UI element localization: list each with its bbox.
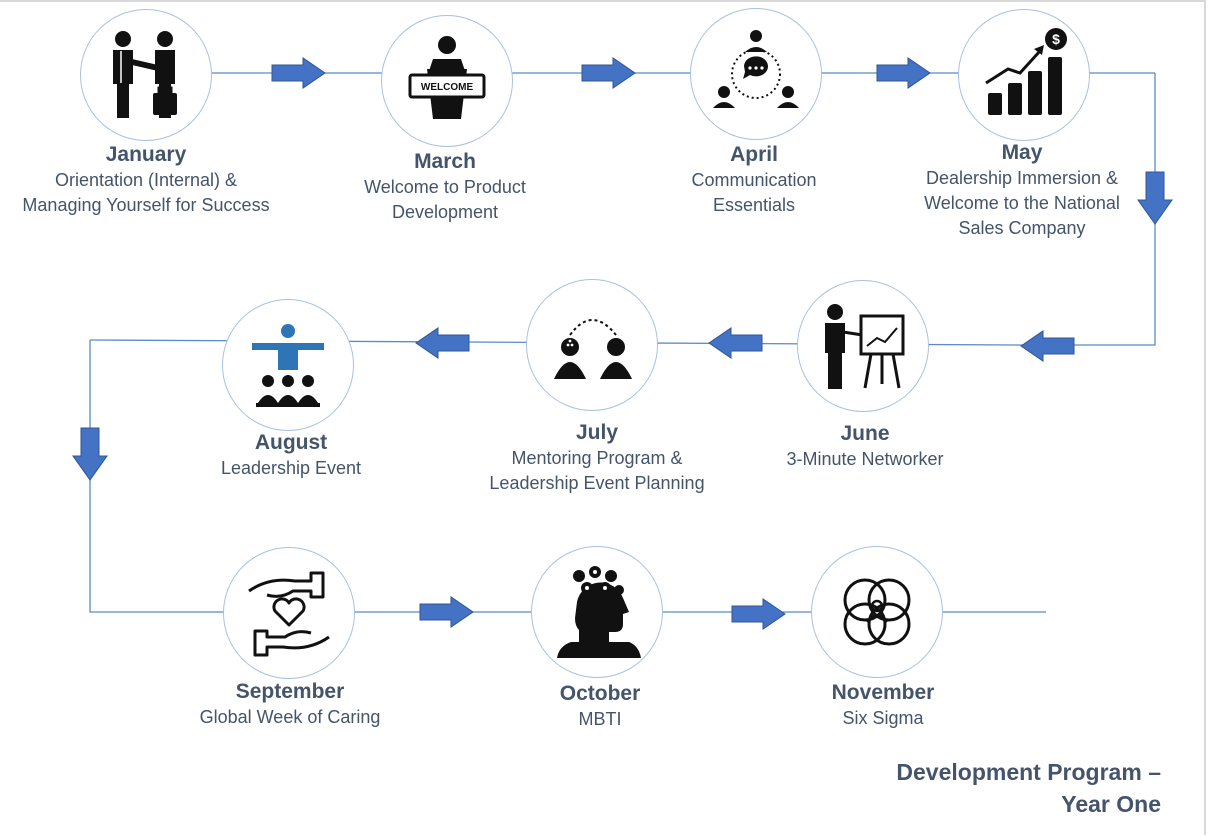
milestone-label-september: September Global Week of Caring (130, 679, 450, 730)
mind-puzzle-icon (557, 566, 641, 658)
milestone-description: 3-Minute Networker (786, 449, 944, 469)
mentoring-icon (554, 319, 632, 379)
milestone-description: Welcome to Product Development (364, 177, 526, 222)
milestone-label-august: August Leadership Event (131, 430, 451, 481)
milestone-month: April (730, 143, 778, 166)
milestone-label-january: January Orientation (Internal) & Managin… (0, 142, 306, 218)
milestone-description: MBTI (578, 709, 622, 729)
milestone-month: August (254, 431, 328, 454)
milestone-circle-april (690, 8, 822, 140)
milestone-label-july: July Mentoring Program & Leadership Even… (437, 420, 757, 496)
arrow-left (708, 327, 763, 359)
milestone-description: Mentoring Program & Leadership Event Pla… (489, 448, 705, 493)
milestone-circle-october (531, 546, 663, 678)
arrow-right (419, 596, 474, 628)
team-communication-icon (713, 30, 799, 108)
milestone-month: November (831, 681, 935, 704)
handshake-icon (113, 31, 177, 118)
sales-growth-chart-icon: $ (985, 28, 1067, 115)
milestone-circle-may: $ (958, 9, 1090, 141)
arrow-right (581, 57, 636, 89)
milestone-circle-september (223, 547, 355, 679)
svg-text:$: $ (1052, 31, 1060, 47)
milestone-label-november: November Six Sigma (723, 680, 1043, 731)
arrow-down (1137, 171, 1173, 225)
arrow-right (731, 598, 786, 630)
milestone-circle-july (526, 279, 658, 411)
milestone-circle-august (222, 299, 354, 431)
milestone-circle-march: WELCOME (381, 15, 513, 147)
milestone-month: September (235, 680, 345, 703)
leadership-icon (252, 324, 324, 407)
milestone-label-april: April Communication Essentials (594, 142, 914, 218)
milestone-month: June (840, 422, 890, 445)
milestone-month: October (559, 682, 641, 705)
milestone-description: Global Week of Caring (199, 707, 381, 727)
podium-sign-text: WELCOME (421, 82, 474, 93)
arrow-right (271, 57, 326, 89)
arrow-down (72, 427, 108, 481)
milestone-label-october: October MBTI (440, 681, 760, 732)
milestone-circle-november (811, 546, 943, 678)
caring-hands-icon (248, 571, 330, 657)
milestone-label-june: June 3-Minute Networker (705, 421, 1025, 472)
presentation-icon (825, 304, 905, 389)
milestone-circle-june (797, 280, 929, 412)
milestone-description: Communication Essentials (691, 170, 817, 215)
arrow-left (1020, 330, 1075, 362)
milestone-month: May (1001, 141, 1043, 164)
milestone-month: March (414, 150, 476, 173)
milestone-label-may: May Dealership Immersion & Welcome to th… (862, 140, 1182, 241)
milestone-description: Leadership Event (220, 458, 362, 478)
welcome-podium-icon: WELCOME (408, 36, 486, 119)
program-title: Development Program – Year One (896, 759, 1161, 817)
milestone-description: Dealership Immersion & Welcome to the Na… (924, 168, 1120, 238)
milestone-label-march: March Welcome to Product Development (285, 149, 605, 225)
milestone-description: Six Sigma (842, 708, 924, 728)
milestone-month: July (575, 421, 619, 444)
milestone-month: January (105, 143, 187, 166)
six-sigma-icon (843, 578, 911, 646)
arrow-right (876, 57, 931, 89)
milestone-description: Orientation (Internal) & Managing Yourse… (22, 170, 270, 215)
arrow-left (415, 327, 470, 359)
milestone-circle-january (80, 9, 212, 141)
flow-arrows (72, 57, 1173, 630)
